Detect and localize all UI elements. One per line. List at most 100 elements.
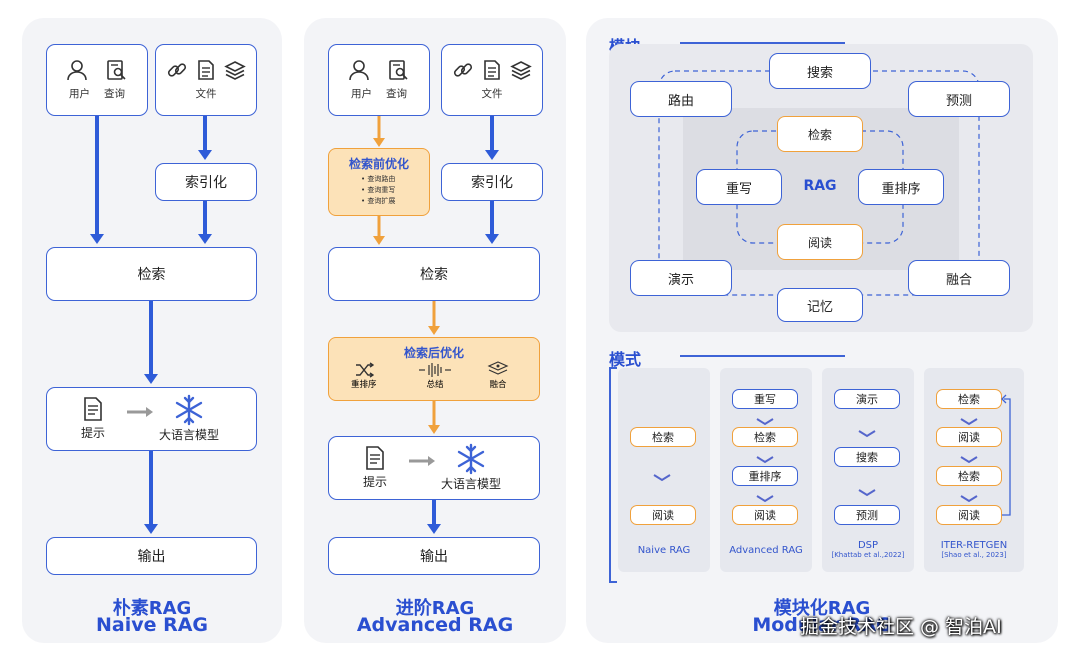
file-label: 文件	[195, 88, 217, 100]
advanced-title-en: Advanced RAG	[356, 614, 514, 636]
advanced-title-cn: 进阶RAG	[395, 598, 475, 619]
pattern-step: 演示	[834, 389, 900, 409]
link-icon	[453, 63, 473, 77]
pattern-step: 阅读	[936, 505, 1002, 525]
naive-output-box: 输出	[46, 537, 257, 575]
module-rerank: 重排序	[858, 169, 944, 205]
pre-item: • 查询重写	[361, 186, 396, 194]
summary-label: 总结	[426, 380, 444, 390]
advanced-flow-arrows	[373, 116, 499, 534]
module-memory: 记忆	[777, 288, 863, 322]
file-label: 文件	[481, 88, 503, 100]
shuffle-icon	[355, 362, 374, 378]
search-document-icon	[389, 60, 408, 80]
module-search: 搜索	[769, 53, 871, 89]
module-rewrite: 重写	[696, 169, 782, 205]
chevron-down-icon	[857, 424, 877, 438]
pattern-iter-name: ITER-RETGEN	[940, 540, 1008, 551]
pattern-step: 重写	[732, 389, 798, 409]
llm-label: 大语言模型	[159, 428, 220, 442]
post-retrieval-box: 检索后优化 重排序 总结 融合	[328, 337, 540, 401]
document-icon	[198, 60, 214, 80]
llm-label: 大语言模型	[441, 477, 502, 491]
chevron-down-icon	[959, 412, 979, 426]
pattern-step: 重排序	[732, 466, 798, 486]
chevron-down-icon	[959, 450, 979, 464]
naive-user-query-box: 用户 查询	[46, 44, 148, 116]
patterns-bracket	[609, 367, 611, 582]
modules-heading-line	[680, 42, 845, 44]
pattern-step: 检索	[936, 389, 1002, 409]
layers-icon	[510, 61, 532, 80]
query-label: 查询	[386, 88, 407, 100]
naive-prompt-llm-box: 提示 大语言模型	[46, 387, 257, 451]
chevron-down-icon	[959, 489, 979, 503]
module-predict: 预测	[908, 81, 1010, 117]
patterns-heading-line	[680, 355, 845, 357]
advanced-output-box: 输出	[328, 537, 540, 575]
pattern-step: 预测	[834, 505, 900, 525]
chevron-down-icon	[755, 450, 775, 464]
user-icon	[67, 60, 87, 81]
arrow-right-icon	[127, 407, 153, 417]
patterns-bracket-top	[609, 367, 617, 369]
search-document-icon	[107, 60, 126, 80]
pre-retrieval-title: 检索前优化	[348, 157, 409, 171]
prompt-label: 提示	[81, 426, 106, 440]
link-icon	[167, 63, 187, 77]
pre-item: • 查询路由	[361, 175, 396, 183]
loop-back-arrow	[1001, 394, 1011, 516]
fusion-icon	[487, 361, 509, 375]
pattern-naive-column	[618, 368, 710, 572]
modular-title-cn: 模块化RAG	[773, 598, 871, 619]
pattern-step: 阅读	[630, 505, 696, 525]
user-label: 用户	[69, 88, 90, 100]
advanced-retrieve-box: 检索	[328, 247, 540, 301]
naive-title-en: Naive RAG	[95, 614, 209, 636]
advanced-file-box: 文件	[441, 44, 543, 116]
module-demo: 演示	[630, 260, 732, 296]
rerank-label: 重排序	[351, 380, 377, 390]
naive-retrieve-box: 检索	[46, 247, 257, 301]
advanced-prompt-llm-box: 提示 大语言模型	[328, 436, 540, 500]
naive-index-box: 索引化	[155, 163, 257, 201]
pattern-iter-citation: [Shao et al., 2023]	[941, 551, 1007, 559]
snowflake-icon	[175, 394, 203, 426]
fusion-label: 融合	[489, 380, 507, 390]
pre-retrieval-box: 检索前优化 • 查询路由 • 查询重写 • 查询扩展	[328, 148, 430, 216]
pattern-step: 检索	[630, 427, 696, 447]
layers-icon	[224, 61, 246, 80]
naive-file-box: 文件	[155, 44, 257, 116]
module-fusion: 融合	[908, 260, 1010, 296]
document-icon	[84, 397, 102, 421]
snowflake-icon	[457, 443, 485, 475]
query-label: 查询	[104, 88, 125, 100]
pattern-step: 阅读	[732, 505, 798, 525]
document-icon	[484, 60, 500, 80]
chevron-down-icon	[755, 412, 775, 426]
pattern-naive-name: Naive RAG	[637, 545, 691, 556]
pattern-dsp-name: DSP	[857, 540, 879, 551]
pattern-step: 检索	[936, 466, 1002, 486]
module-routing: 路由	[630, 81, 732, 117]
advanced-index-box: 索引化	[441, 163, 543, 201]
pattern-step: 搜索	[834, 447, 900, 467]
compress-icon	[419, 363, 451, 377]
naive-title-cn: 朴素RAG	[112, 598, 192, 619]
prompt-label: 提示	[363, 475, 388, 489]
pre-item: • 查询扩展	[361, 197, 396, 205]
document-icon	[366, 446, 384, 470]
post-retrieval-title: 检索后优化	[403, 346, 464, 360]
modular-title-en: Modular RAG	[752, 614, 892, 636]
user-label: 用户	[351, 88, 372, 100]
watermark: 掘金技术社区 @ 智泊AI	[800, 616, 1002, 638]
arrow-right-icon	[409, 456, 435, 466]
patterns-bracket-bottom	[609, 581, 617, 583]
patterns-heading: 模式	[609, 350, 642, 369]
naive-flow-arrows	[90, 116, 212, 534]
advanced-user-query-box: 用户 查询	[328, 44, 430, 116]
user-icon	[349, 60, 369, 81]
pattern-step: 检索	[732, 427, 798, 447]
pattern-advanced-name: Advanced RAG	[729, 545, 803, 556]
chevron-down-icon	[652, 468, 672, 482]
